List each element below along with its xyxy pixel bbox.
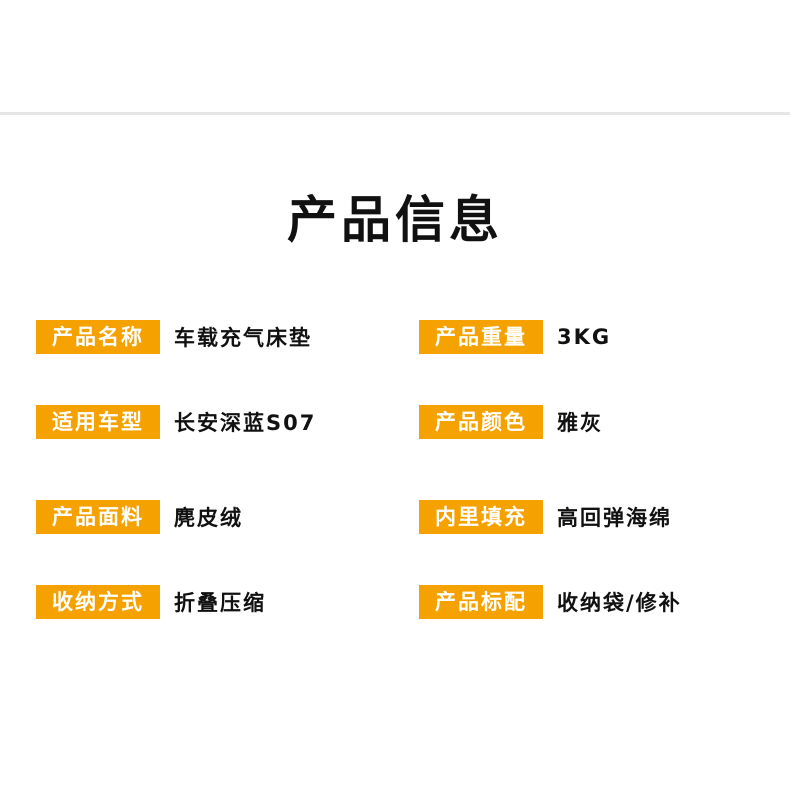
spec-value: 3KG — [557, 325, 612, 349]
spec-row-storage: 收纳方式 折叠压缩 — [36, 585, 266, 619]
spec-row-color: 产品颜色 雅灰 — [419, 405, 603, 439]
spec-row-product-name: 产品名称 车载充气床垫 — [36, 320, 312, 354]
spec-label: 收纳方式 — [36, 585, 160, 619]
spec-value: 长安深蓝S07 — [174, 411, 317, 435]
spec-value: 高回弹海绵 — [557, 506, 672, 530]
spec-label: 适用车型 — [36, 405, 160, 439]
spec-row-compatible-model: 适用车型 长安深蓝S07 — [36, 405, 316, 439]
spec-value: 折叠压缩 — [174, 591, 266, 615]
spec-label: 产品重量 — [419, 320, 543, 354]
spec-value: 麂皮绒 — [174, 506, 243, 530]
spec-label: 产品颜色 — [419, 405, 543, 439]
spec-label: 产品标配 — [419, 585, 543, 619]
spec-row-weight: 产品重量 3KG — [419, 320, 611, 354]
spec-row-included: 产品标配 收纳袋/修补 — [419, 585, 682, 619]
spec-value: 雅灰 — [557, 411, 603, 435]
spec-value: 收纳袋/修补 — [557, 591, 682, 615]
spec-label: 产品面料 — [36, 500, 160, 534]
spec-value: 车载充气床垫 — [174, 326, 312, 350]
spec-label: 内里填充 — [419, 500, 543, 534]
spec-row-fabric: 产品面料 麂皮绒 — [36, 500, 243, 534]
spec-row-filling: 内里填充 高回弹海绵 — [419, 500, 672, 534]
page-title: 产品信息 — [287, 191, 503, 249]
top-divider — [0, 112, 790, 115]
spec-label: 产品名称 — [36, 320, 160, 354]
